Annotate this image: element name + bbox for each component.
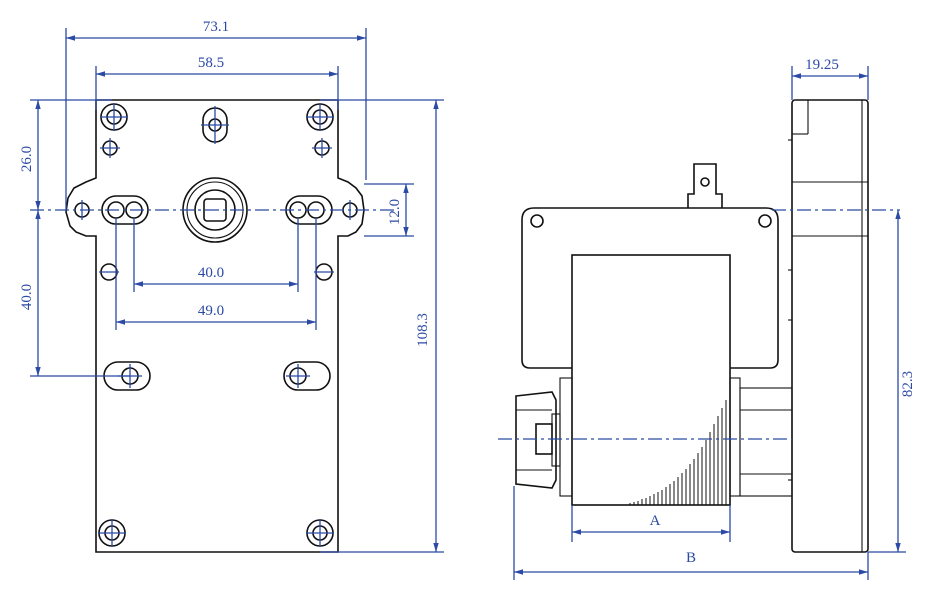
dimension-upper-hole-spacing: 58.5 [95,55,339,110]
dimension-center-to-lower-holes: 40.0 [19,210,130,377]
motor-rear-cap [515,391,561,489]
gearbox-housing-outline [65,99,365,553]
dimension-label-108-3: 108.3 [415,313,431,347]
terminal-connector [687,163,723,208]
dimension-outer-hole-spacing: 49.0 [115,218,317,330]
side-view: 19.25 82.3 A B [498,57,916,580]
dimension-label-19-25: 19.25 [805,57,839,73]
dimension-overall-height: 108.3 [320,99,444,553]
dimension-shaft-height: 82.3 [868,210,916,553]
motor-winding-hatch [629,400,727,505]
dimension-label-b: B [686,550,696,566]
motor-mounting-plate [521,207,779,369]
dimension-label-a: A [650,513,661,529]
dimension-label-82-3: 82.3 [900,371,916,397]
dimension-label-49-0: 49.0 [198,303,224,319]
dimension-overall-width: 73.1 [65,19,367,210]
dimension-a: A [571,505,731,542]
gearbox-side-block [788,99,869,553]
dimension-label-58-5: 58.5 [198,55,224,71]
dimension-inner-hole-spacing: 40.0 [133,218,299,292]
front-view: 73.1 58.5 26.0 40.0 12.0 [19,19,444,553]
dimension-label-73-1: 73.1 [203,19,229,35]
dimension-label-40-0-vertical: 40.0 [19,284,35,310]
dimension-b: B [513,486,869,580]
dimension-label-12-0: 12.0 [387,199,403,225]
dimension-gearbox-depth: 19.25 [791,57,869,100]
dimension-label-26-0: 26.0 [19,146,35,172]
motor-body [559,254,793,506]
dimension-top-to-center: 26.0 [19,99,112,210]
front-centerlines [30,103,396,547]
dimension-label-40-0-horizontal: 40.0 [198,265,224,281]
dimension-flange-height: 12.0 [364,183,414,237]
